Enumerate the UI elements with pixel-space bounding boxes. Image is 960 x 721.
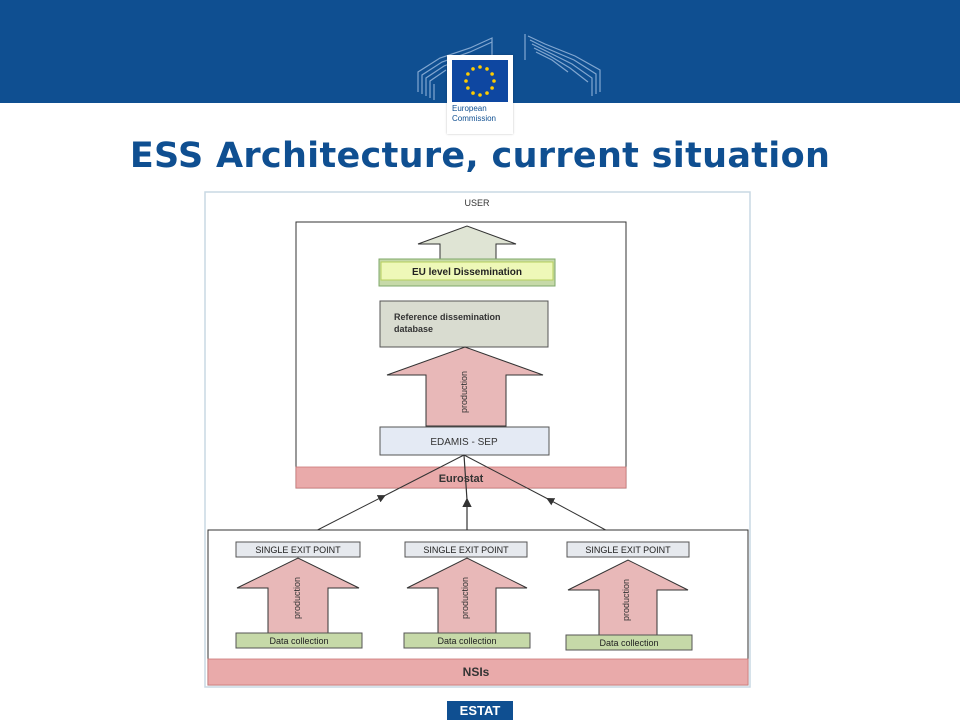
eu-star-icon [466,86,470,90]
data-collection-box [403,632,531,649]
nsi-column-2: SINGLE EXIT POINT production Data collec… [403,541,531,649]
link-nsi-left-upper [383,454,465,497]
nsi-production-arrow-icon [406,557,528,634]
estat-badge: ESTAT [447,701,513,720]
nsis-label: NSIs [463,665,490,679]
data-collection-label: Data collection [599,638,658,648]
exit-point-label: SINGLE EXIT POINT [585,545,671,555]
data-collection-box [235,632,363,649]
data-collection-box [565,634,693,651]
link-nsi-right-upper [463,454,549,500]
eu-star-icon [471,67,475,71]
nsi-production-arrow-icon [236,557,360,634]
eu-star-icon [490,86,494,90]
eurostat-production-arrow-icon [386,346,544,427]
exit-point-label: SINGLE EXIT POINT [255,545,341,555]
edamis-label: EDAMIS - SEP [430,437,498,448]
user-label: USER [464,198,490,208]
eu-star-icon [478,65,482,69]
exit-point-box [404,541,528,558]
exit-point-box [235,541,361,558]
eu-star-icon [490,72,494,76]
edamis-box [379,426,550,456]
nsi-production-arrow-icon [567,559,689,636]
logo-line-2: Commission [452,114,497,123]
link-nsi-center-upper [463,454,468,501]
eurostat-band [295,466,627,489]
page-title: ESS Architecture, current situation [129,136,831,176]
reference-db-box [379,300,549,348]
reference-db-line-1: Reference dissemination [394,312,501,322]
eu-star-icon [466,72,470,76]
eu-dissemination-highlight [380,261,554,281]
eu-star-icon [492,79,496,83]
data-collection-label: Data collection [437,636,496,646]
exit-point-box [566,541,690,558]
logo-text: European Commission [452,104,496,124]
eu-star-icon [485,67,489,71]
reference-db-line-2: database [394,324,433,334]
eurostat-production-label: production [459,371,469,413]
eu-star-icon [464,79,468,83]
eurostat-label: Eurostat [439,473,484,485]
nsi-production-label: production [460,577,470,619]
eu-star-icon [485,91,489,95]
nsi-column-3: SINGLE EXIT POINT production Data collec… [565,541,693,651]
eu-dissemination-label: EU level Dissemination [412,267,522,278]
exit-point-label: SINGLE EXIT POINT [423,545,509,555]
logo-line-1: European [452,104,487,113]
nsi-column-1: SINGLE EXIT POINT production Data collec… [235,541,363,649]
eu-star-icon [478,93,482,97]
dissemination-arrow-icon [417,225,517,263]
data-collection-label: Data collection [269,636,328,646]
nsis-band [207,658,749,686]
nsi-production-label: production [621,579,631,621]
nsi-production-label: production [292,577,302,619]
eu-star-icon [471,91,475,95]
